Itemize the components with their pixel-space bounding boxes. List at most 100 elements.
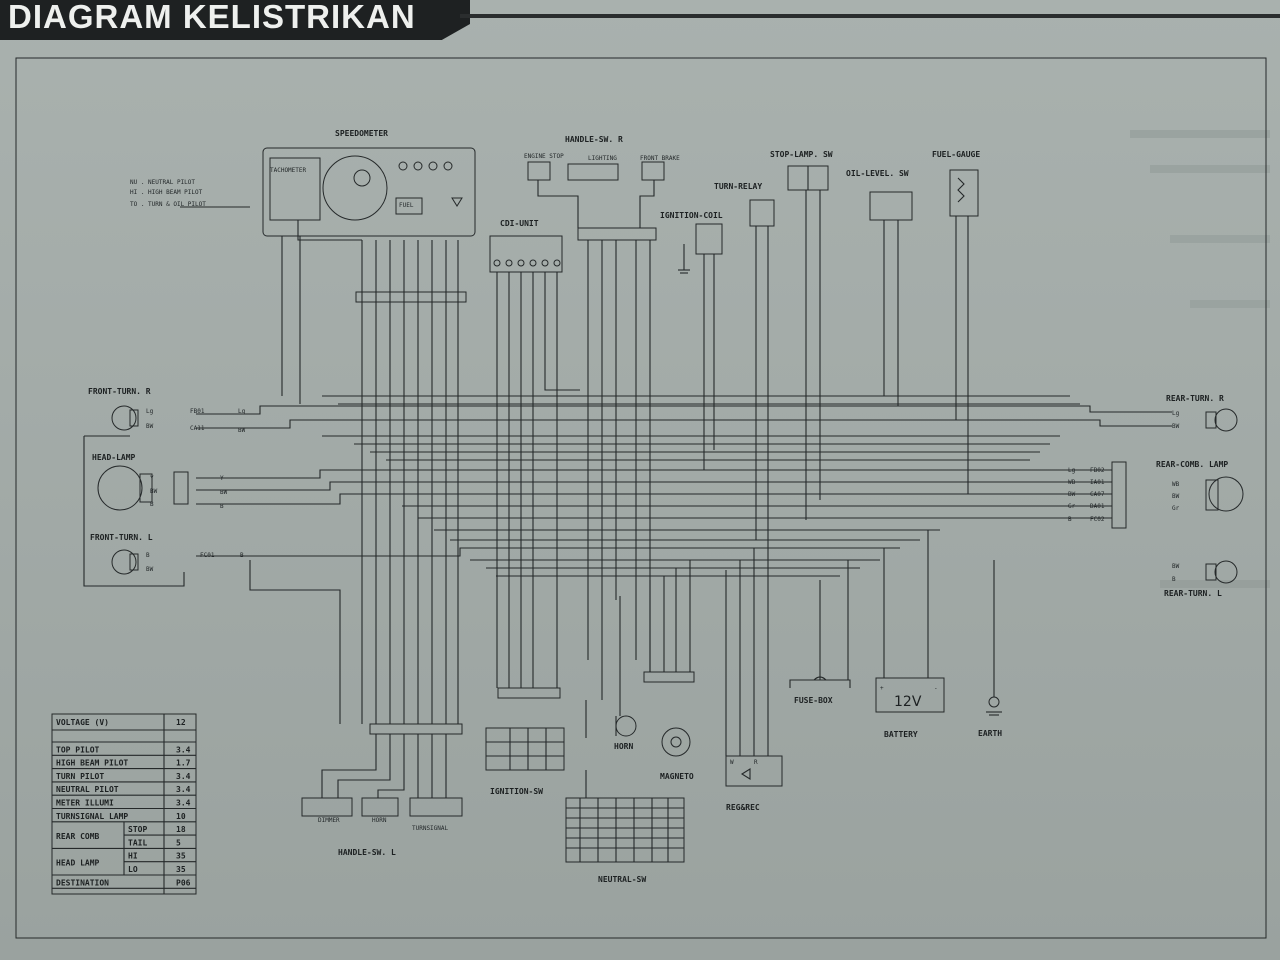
svg-text:BW: BW [1172, 423, 1180, 430]
spec-row-value: 18 [176, 825, 186, 834]
svg-text:Lg: Lg [238, 408, 246, 415]
spec-row-value: 35 [176, 852, 186, 861]
page-title: DIAGRAM KELISTRIKAN [8, 0, 416, 35]
svg-text:REG&REC: REG&REC [726, 803, 760, 812]
handle-sw-r: HANDLE-SW. R ENGINE STOP LIGHTING FRONT … [524, 135, 680, 241]
wire-harness [83, 180, 1172, 798]
svg-text:FUSE-BOX: FUSE-BOX [794, 696, 833, 705]
title-bar: DIAGRAM KELISTRIKAN [0, 0, 470, 40]
spec-row-value: 5 [176, 838, 181, 847]
svg-text:FRONT-TURN. L: FRONT-TURN. L [90, 533, 153, 542]
battery: + - 12V BATTERY [875, 677, 945, 739]
spec-row-label: NEUTRAL PILOT [56, 785, 119, 794]
svg-text:IGNITION-COIL: IGNITION-COIL [660, 211, 723, 220]
svg-text:HANDLE-SW. R: HANDLE-SW. R [565, 135, 623, 144]
earth: EARTH [978, 690, 1002, 738]
svg-text:BW: BW [220, 489, 228, 496]
svg-text:TURNSIGNAL: TURNSIGNAL [412, 825, 449, 832]
front-turn-r: FRONT-TURN. R Lg BW FB01 CA11 Lg BW [88, 387, 246, 434]
svg-text:B: B [220, 503, 224, 510]
svg-text:BW: BW [1172, 493, 1180, 500]
rear-turn-r: REAR-TURN. R Lg BW [1166, 394, 1238, 432]
svg-text:FUEL-GAUGE: FUEL-GAUGE [932, 150, 980, 159]
neutral-sw: NEUTRAL-SW [565, 797, 685, 884]
svg-text:FRONT-TURN. R: FRONT-TURN. R [88, 387, 151, 396]
svg-text:REAR-TURN. L: REAR-TURN. L [1164, 589, 1222, 598]
spec-row-sub: LO [128, 865, 138, 874]
svg-text:NU . NEUTRAL PILOT: NU . NEUTRAL PILOT [130, 179, 195, 186]
svg-text:EARTH: EARTH [978, 729, 1002, 738]
spec-row-label: TURNSIGNAL LAMP [56, 812, 128, 821]
svg-text:+: + [880, 685, 884, 692]
svg-text:IGNITION-SW: IGNITION-SW [490, 787, 543, 796]
spec-row-value: 35 [176, 865, 186, 874]
svg-text:Lg: Lg [146, 408, 154, 415]
svg-text:Y: Y [150, 475, 154, 482]
spec-row-label: TOP PILOT [56, 745, 100, 754]
turn-relay: TURN-RELAY [714, 182, 775, 227]
spec-row-value: 3.4 [176, 745, 191, 754]
svg-text:Lg: Lg [1172, 410, 1180, 417]
spec-row-sub: TAIL [128, 838, 147, 847]
ignition-coil: IGNITION-COIL [660, 211, 723, 274]
svg-text:TURN-RELAY: TURN-RELAY [714, 182, 762, 191]
speedometer-label: SPEEDOMETER [335, 129, 388, 138]
svg-text:HEAD-LAMP: HEAD-LAMP [92, 453, 136, 462]
fuel-label: FUEL [399, 202, 414, 209]
spec-row-sub: STOP [128, 825, 147, 834]
diagram-frame [15, 57, 1267, 939]
head-lamp: HEAD-LAMP Y BW B Y BW B [92, 453, 228, 511]
spec-row-label: DESTINATION [56, 878, 109, 887]
bleed-through [1130, 130, 1270, 588]
svg-text:B: B [1068, 516, 1072, 523]
battery-voltage: 12V [894, 694, 922, 710]
reg-rec: W R REG&REC [725, 755, 783, 812]
spec-row-sub: HI [128, 852, 138, 861]
handle-sw-l: DIMMER HORN TURNSIGNAL HANDLE-SW. L [301, 723, 463, 857]
spec-row-label: TURN PILOT [56, 772, 104, 781]
svg-text:HI . HIGH BEAM PILOT: HI . HIGH BEAM PILOT [130, 189, 203, 196]
svg-text:HORN: HORN [614, 742, 633, 751]
svg-text:B: B [150, 501, 154, 508]
svg-text:LIGHTING: LIGHTING [588, 155, 617, 162]
svg-text:FRONT BRAKE: FRONT BRAKE [640, 155, 680, 162]
spec-row-label: REAR COMB [56, 832, 100, 841]
svg-text:STOP-LAMP. SW: STOP-LAMP. SW [770, 150, 833, 159]
svg-text:REAR-COMB. LAMP: REAR-COMB. LAMP [1156, 460, 1228, 469]
svg-text:BW: BW [1172, 563, 1180, 570]
svg-text:OIL-LEVEL. SW: OIL-LEVEL. SW [846, 169, 909, 178]
spec-row-label: METER ILLUMI [56, 799, 114, 808]
tachometer-label: TACHOMETER [270, 167, 307, 174]
speedometer-legend: NU . NEUTRAL PILOT HI . HIGH BEAM PILOT … [130, 179, 250, 208]
svg-text:BW: BW [146, 566, 154, 573]
stop-lamp-sw: STOP-LAMP. SW [770, 150, 833, 191]
rear-turn-l: BW B REAR-TURN. L [1164, 560, 1238, 598]
svg-text:MAGNETO: MAGNETO [660, 772, 694, 781]
spec-row-value: 10 [176, 812, 186, 821]
svg-text:FB01: FB01 [190, 408, 205, 415]
fuel-gauge: FUEL-GAUGE [932, 150, 980, 217]
svg-text:ENGINE STOP: ENGINE STOP [524, 153, 564, 160]
svg-text:B: B [1172, 576, 1176, 583]
spec-header-label: VOLTAGE (V) [56, 718, 109, 727]
rear-comb-lamp: REAR-COMB. LAMP WB BW Gr [1156, 460, 1244, 512]
spec-row-label: HEAD LAMP [56, 859, 100, 868]
svg-text:W: W [730, 759, 734, 766]
svg-text:R: R [754, 759, 758, 766]
cdi-unit: CDI-UNIT [489, 219, 563, 273]
oil-level-sw: OIL-LEVEL. SW [846, 169, 913, 221]
spec-row-value: P06 [176, 878, 191, 887]
spec-row-label: HIGH BEAM PILOT [56, 759, 128, 768]
svg-text:FC02: FC02 [1090, 516, 1105, 523]
speedometer: SPEEDOMETER TACHOMETER FUEL [262, 129, 476, 237]
svg-text:WB: WB [1172, 481, 1180, 488]
front-turn-l: FRONT-TURN. L B BW FC01 B [90, 533, 244, 575]
spec-row-value: 3.4 [176, 772, 191, 781]
svg-text:HANDLE-SW. L: HANDLE-SW. L [338, 848, 396, 857]
spec-header-value: 12 [176, 718, 186, 727]
svg-text:REAR-TURN. R: REAR-TURN. R [1166, 394, 1224, 403]
svg-text:CDI-UNIT: CDI-UNIT [500, 219, 539, 228]
horn: HORN [614, 715, 637, 751]
